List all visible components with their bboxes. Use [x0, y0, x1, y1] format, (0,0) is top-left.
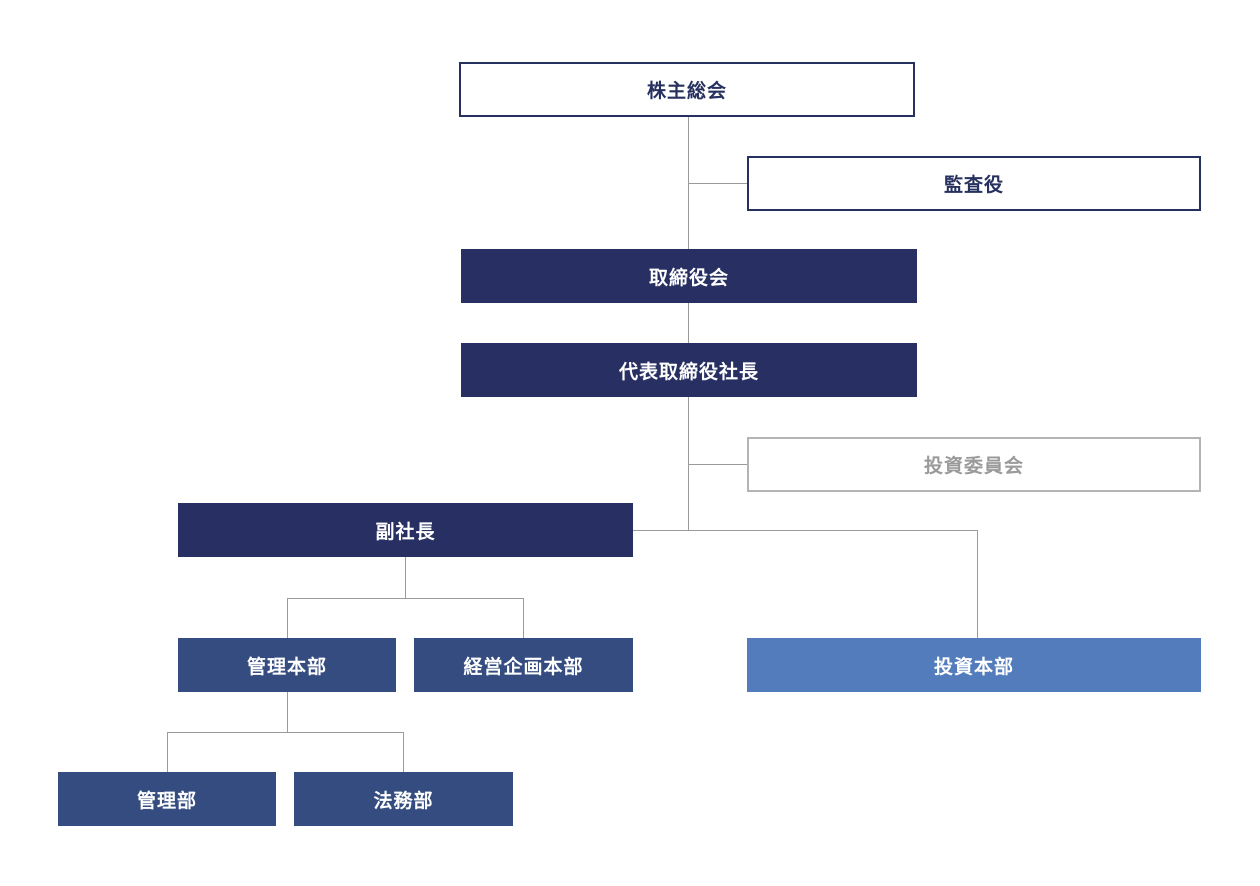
connector-admin-division-drop [287, 598, 288, 638]
investment-division-label: 投資本部 [933, 655, 1014, 678]
connector-president-down [688, 397, 689, 530]
connector-auditor-branch [688, 183, 748, 184]
board-of-directors-label: 取締役会 [648, 266, 729, 289]
connector-vp-down [405, 557, 406, 598]
connector-board-to-president [688, 303, 689, 343]
connector-legal-department-drop [403, 732, 404, 772]
connector-admin-department-drop [167, 732, 168, 772]
investment-division-box: 投資本部 [747, 638, 1201, 692]
investment-committee-label: 投資委員会 [923, 455, 1024, 477]
admin-division-box: 管理本部 [178, 638, 396, 692]
board-of-directors-box: 取締役会 [461, 249, 917, 303]
shareholders-meeting-label: 株主総会 [646, 80, 727, 102]
admin-department-label: 管理部 [136, 789, 197, 812]
auditor-box: 監査役 [747, 156, 1201, 211]
connector-departments-branch [167, 732, 404, 733]
planning-division-box: 経営企画本部 [414, 638, 633, 692]
planning-division-label: 経営企画本部 [463, 655, 584, 678]
admin-department-box: 管理部 [58, 772, 276, 826]
investment-committee-box: 投資委員会 [747, 437, 1201, 492]
vice-president-box: 副社長 [178, 503, 633, 557]
shareholders-meeting-box: 株主総会 [459, 62, 915, 117]
legal-department-label: 法務部 [373, 789, 434, 812]
auditor-label: 監査役 [943, 174, 1004, 196]
admin-division-label: 管理本部 [246, 655, 327, 678]
connector-president-to-investment [633, 530, 978, 531]
president-label: 代表取締役社長 [618, 360, 759, 383]
connector-vp-branch [287, 598, 524, 599]
connector-investment-division-drop [977, 530, 978, 638]
connector-planning-division-drop [523, 598, 524, 638]
connector-committee-branch [688, 464, 748, 465]
legal-department-box: 法務部 [294, 772, 513, 826]
vice-president-label: 副社長 [375, 520, 436, 543]
connector-admin-division-down [287, 692, 288, 732]
president-box: 代表取締役社長 [461, 343, 917, 397]
